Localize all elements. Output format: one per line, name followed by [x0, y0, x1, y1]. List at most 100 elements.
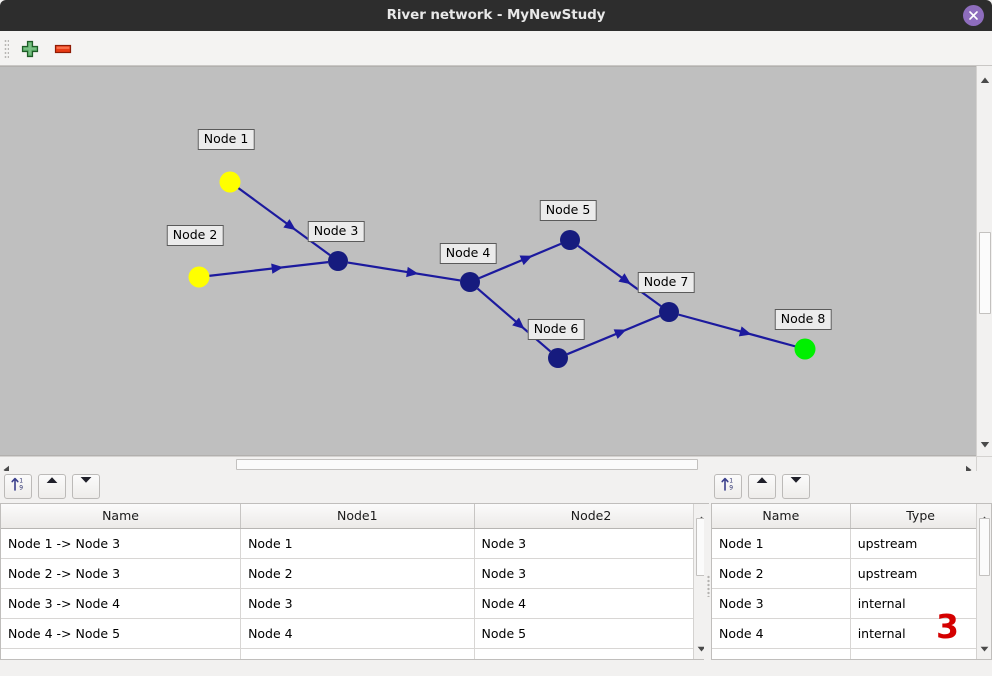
canvas-horizontal-scrollbar-thumb[interactable]	[236, 459, 698, 470]
cell-node1[interactable]: Node 4	[240, 618, 475, 649]
close-icon[interactable]	[963, 5, 984, 26]
cell-type[interactable]: upstream	[850, 558, 991, 589]
canvas-horizontal-scrollbar[interactable]	[0, 456, 976, 475]
diagram-node-label-node4[interactable]: Node 4	[439, 243, 497, 264]
delete-icon[interactable]	[52, 38, 74, 60]
column-header-type[interactable]: Type	[850, 504, 991, 529]
add-plus-icon[interactable]	[19, 38, 41, 60]
diagram-node-node6[interactable]	[548, 348, 568, 368]
scroll-down-icon[interactable]	[980, 433, 990, 452]
sort-ascending-icon[interactable]: 1 9	[4, 474, 32, 499]
edge-Node1-Node3[interactable]	[237, 187, 331, 256]
cell-node1[interactable]: Node 1	[240, 528, 475, 559]
cell-node2[interactable]: Node 4	[474, 588, 708, 619]
toolbar-drag-handle[interactable]	[4, 39, 9, 59]
column-header-node2[interactable]: Node2	[474, 504, 708, 529]
cell-name[interactable]: Node 1	[712, 528, 851, 559]
edge-arrow-icon	[406, 266, 419, 278]
main-toolbar	[0, 31, 992, 66]
diagram-node-label-node2[interactable]: Node 2	[166, 225, 224, 246]
network-diagram-svg	[188, 171, 816, 368]
edge-arrow-icon	[613, 329, 627, 339]
cell-name[interactable]: Node 3	[712, 588, 851, 619]
move-down-icon[interactable]	[72, 474, 100, 499]
diagram-node-label-node7[interactable]: Node 7	[637, 272, 695, 293]
diagram-node-node7[interactable]	[659, 302, 679, 322]
column-header-name[interactable]: Name	[712, 504, 851, 529]
cell-node1[interactable]: Node 2	[240, 558, 475, 589]
edge-arrow-icon	[283, 219, 296, 231]
cell-node2[interactable]: Node 5	[474, 618, 708, 649]
edge-arrow-icon	[738, 326, 752, 337]
diagram-node-label-node3[interactable]: Node 3	[307, 221, 365, 242]
window-title: River network - MyNewStudy	[386, 7, 606, 23]
edge-arrow-icon	[519, 255, 533, 266]
diagram-node-node4[interactable]	[460, 272, 480, 292]
cell-name[interactable]: Node 4 -> Node 5	[1, 618, 242, 649]
edge-Node5-Node7[interactable]	[577, 244, 662, 308]
move-down-icon[interactable]	[782, 474, 810, 499]
splitter-grip-vertical	[707, 575, 710, 597]
node-table-scrollbar-thumb[interactable]	[979, 518, 990, 576]
canvas-vertical-scrollbar-thumb[interactable]	[979, 232, 991, 314]
canvas-vertical-scrollbar[interactable]	[976, 66, 992, 456]
edge-Node4-Node6[interactable]	[476, 287, 552, 353]
move-up-icon[interactable]	[748, 474, 776, 499]
cell-type[interactable]: upstream	[850, 528, 991, 559]
edge-arrow-icon	[512, 317, 525, 330]
diagram-node-label-node1[interactable]: Node 1	[197, 129, 255, 150]
move-up-icon[interactable]	[38, 474, 66, 499]
cell-name[interactable]: Node 2 -> Node 3	[1, 558, 242, 589]
cell-name[interactable]: Node 4	[712, 618, 851, 649]
diagram-node-node8[interactable]	[794, 338, 816, 360]
edge-Node6-Node7[interactable]	[566, 314, 661, 356]
cell-node2[interactable]: Node 3	[474, 528, 708, 559]
svg-text:9: 9	[729, 485, 733, 492]
vertical-splitter[interactable]	[704, 504, 712, 668]
diagram-node-node2[interactable]	[188, 266, 210, 288]
edge-Node3-Node4[interactable]	[347, 261, 461, 282]
sort-ascending-icon[interactable]: 1 9	[714, 474, 742, 499]
diagram-node-node1[interactable]	[219, 171, 241, 193]
cell-name[interactable]: Node 3 -> Node 4	[1, 588, 242, 619]
cell-type[interactable]: internal	[850, 618, 991, 649]
title-bar: River network - MyNewStudy	[0, 0, 992, 31]
edge-arrow-icon	[618, 273, 631, 285]
edge-Node2-Node3[interactable]	[208, 261, 329, 277]
cell-name[interactable]: Node 1 -> Node 3	[1, 528, 242, 559]
diagram-node-node5[interactable]	[560, 230, 580, 250]
scroll-up-icon[interactable]	[980, 69, 990, 88]
diagram-node-label-node8[interactable]: Node 8	[774, 309, 832, 330]
diagram-node-node3[interactable]	[328, 251, 348, 271]
edge-Node7-Node8[interactable]	[678, 313, 796, 348]
column-header-name[interactable]: Name	[1, 504, 242, 529]
cell-node2[interactable]: Node 3	[474, 558, 708, 589]
node-table-scrollbar[interactable]	[976, 504, 991, 659]
edge-Node4-Node5[interactable]	[478, 242, 562, 280]
cell-node1[interactable]: Node 3	[240, 588, 475, 619]
svg-text:9: 9	[19, 485, 23, 492]
reach-scroll-down-icon[interactable]	[697, 637, 706, 656]
column-header-node1[interactable]: Node1	[240, 504, 475, 529]
diagram-node-label-node6[interactable]: Node 6	[527, 319, 585, 340]
diagram-node-label-node5[interactable]: Node 5	[539, 200, 597, 221]
cell-type[interactable]: internal	[850, 588, 991, 619]
edge-arrow-icon	[271, 263, 284, 274]
network-diagram-canvas[interactable]: Node 1 Node 2 Node 3 Node 4 Node 5 Node 6 Node…	[0, 66, 992, 456]
cell-name[interactable]: Node 2	[712, 558, 851, 589]
node-scroll-down-icon[interactable]	[980, 637, 989, 656]
